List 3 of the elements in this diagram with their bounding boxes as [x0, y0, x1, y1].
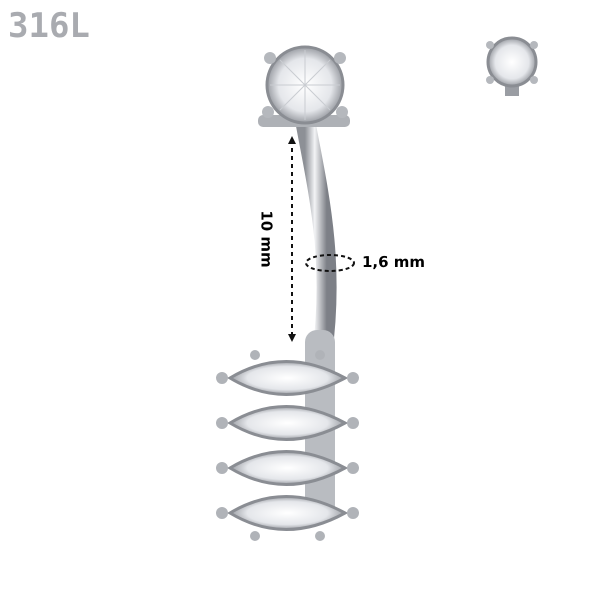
- dimension-label: 1,6 mm: [362, 253, 426, 271]
- material-label: 316L: [8, 6, 90, 46]
- dimension-label: 10 mm: [258, 210, 276, 268]
